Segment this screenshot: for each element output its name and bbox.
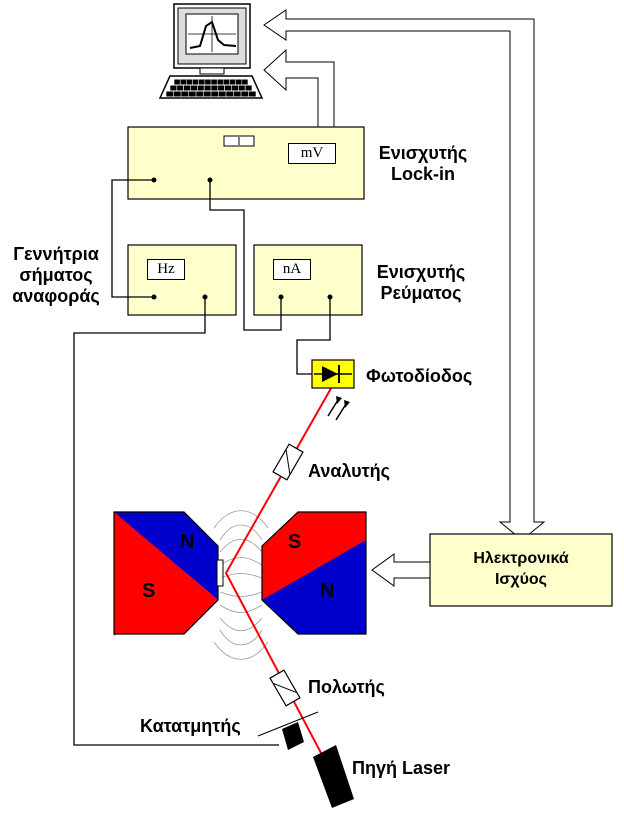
pole-label-right-top: S	[288, 531, 302, 553]
keyboard-key	[203, 91, 211, 97]
generator-display: Hz	[147, 259, 185, 280]
photodiode	[311, 359, 355, 421]
lockin-display: mV	[288, 143, 336, 164]
wiring	[73, 179, 331, 746]
power-electronics-label: Ηλεκτρονικά Ισχύος	[430, 548, 612, 590]
right-magnet-pole	[261, 511, 367, 635]
keyboard-key	[229, 79, 236, 85]
current-amplifier-label: Ενισχυτής Ρεύματος	[366, 262, 476, 304]
keyboard-key	[217, 79, 224, 85]
keyboard-key	[211, 91, 219, 97]
keyboard-key	[181, 91, 189, 97]
keyboard-key	[199, 79, 205, 85]
computer	[158, 3, 264, 99]
keyboard-key	[204, 85, 211, 91]
sample	[216, 559, 224, 587]
laser-source	[313, 745, 354, 808]
keyboard-key	[166, 91, 174, 97]
reference-generator-box	[127, 244, 237, 316]
keyboard-key	[225, 85, 232, 91]
keyboard-key	[174, 79, 180, 85]
generator-label-line3: αναφοράς	[12, 286, 100, 306]
electronics-label-line1: Ηλεκτρονικά	[473, 550, 569, 567]
keyboard-key	[184, 85, 191, 91]
keyboard-key	[236, 79, 242, 85]
keyboard-key	[186, 79, 193, 85]
laser-beam	[224, 375, 339, 771]
keyboard-key	[226, 91, 234, 97]
chopper-label: Κατατμητής	[140, 716, 241, 736]
keyboard-key	[211, 79, 217, 85]
keyboard-key	[205, 79, 211, 85]
keyboard-key	[218, 91, 226, 97]
keyboard-key	[245, 85, 252, 91]
lockin-label-line2: Lock-in	[390, 164, 455, 184]
chopper	[257, 711, 319, 750]
keyboard-key	[197, 85, 204, 91]
keyboard-key	[173, 91, 181, 97]
generator-label-line1: Γεννήτρια	[13, 244, 99, 264]
reference-generator-label: Γεννήτρια σήματος αναφοράς	[0, 244, 112, 307]
keyboard-key	[211, 85, 218, 91]
data-link-arrow-to-computer	[263, 48, 335, 128]
keyboard-key	[233, 91, 241, 97]
current-display: nA	[273, 259, 311, 280]
keyboard-key	[223, 79, 230, 85]
analyzer-label: Αναλυτής	[308, 461, 391, 481]
keyboard-key	[248, 91, 256, 97]
keyboard-key	[241, 91, 249, 97]
power-electronics-box	[429, 533, 613, 607]
polarizer	[269, 669, 301, 707]
keyboard-key	[192, 79, 199, 85]
analyzer	[272, 443, 304, 481]
keyboard-key	[242, 79, 248, 85]
lockin-amplifier-label: Ενισχυτής Lock-in	[368, 143, 478, 185]
keyboard-key	[196, 91, 204, 97]
keyboard-key	[218, 85, 225, 91]
keyboard-key	[231, 85, 239, 91]
pole-label-left-bottom: S	[142, 580, 156, 602]
current-amp-label-line2: Ρεύματος	[380, 283, 462, 303]
keyboard-key	[180, 79, 187, 85]
pole-label-left-top: N	[180, 531, 195, 553]
left-magnet-pole	[113, 511, 219, 636]
monitor-stand	[199, 67, 225, 75]
lockin-label-line1: Ενισχυτής	[378, 143, 468, 163]
electronics-label-line2: Ισχύος	[494, 571, 547, 588]
current-amp-label-line1: Ενισχυτής	[376, 262, 466, 282]
pole-label-right-bottom: N	[320, 580, 335, 602]
keyboard-key	[170, 85, 177, 91]
current-amplifier-box	[253, 244, 363, 316]
power-arrow-to-magnet	[371, 553, 431, 587]
photodiode-label: Φωτοδίοδος	[366, 366, 473, 386]
keyboard-key	[190, 85, 198, 91]
connector-dots	[151, 177, 333, 300]
keyboard-key	[188, 91, 196, 97]
generator-label-line2: σήματος	[19, 265, 93, 285]
laser-source-label: Πηγή Laser	[352, 758, 451, 778]
keyboard-key	[177, 85, 184, 91]
keyboard-key	[238, 85, 245, 91]
polarizer-label: Πολωτής	[308, 677, 385, 697]
